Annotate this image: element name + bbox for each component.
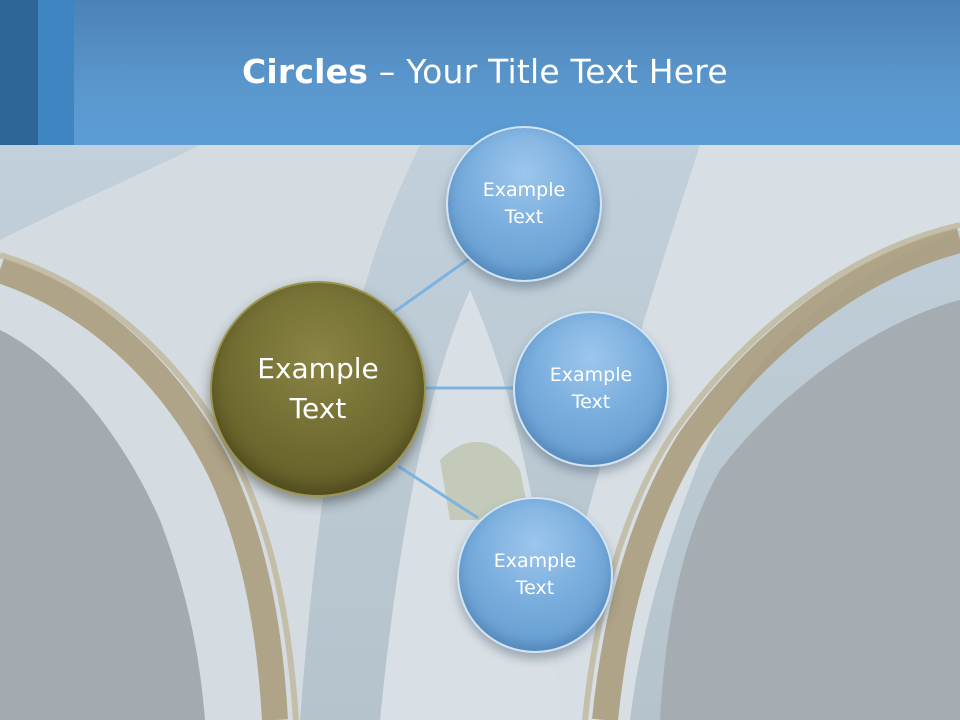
- center-circle-label: Example Text: [257, 352, 379, 425]
- connector-bottom: [397, 464, 479, 520]
- satellite-circle-middle[interactable]: Example Text: [513, 311, 669, 467]
- center-circle[interactable]: Example Text: [210, 281, 426, 497]
- title-rest: – Your Title Text Here: [368, 52, 728, 91]
- slide-title: Circles – Your Title Text Here: [242, 52, 728, 91]
- satellite-circle-top-label: Example Text: [482, 179, 566, 228]
- satellite-circle-top[interactable]: Example Text: [446, 126, 602, 282]
- header-accent-light: [38, 0, 74, 145]
- connector-top: [393, 256, 471, 314]
- header-accent-dark: [0, 0, 38, 145]
- title-bar: Circles – Your Title Text Here: [0, 0, 960, 145]
- title-bold: Circles: [242, 52, 369, 91]
- satellite-circle-middle-label: Example Text: [549, 364, 633, 413]
- satellite-circle-bottom[interactable]: Example Text: [457, 497, 613, 653]
- satellite-circle-bottom-label: Example Text: [493, 550, 577, 599]
